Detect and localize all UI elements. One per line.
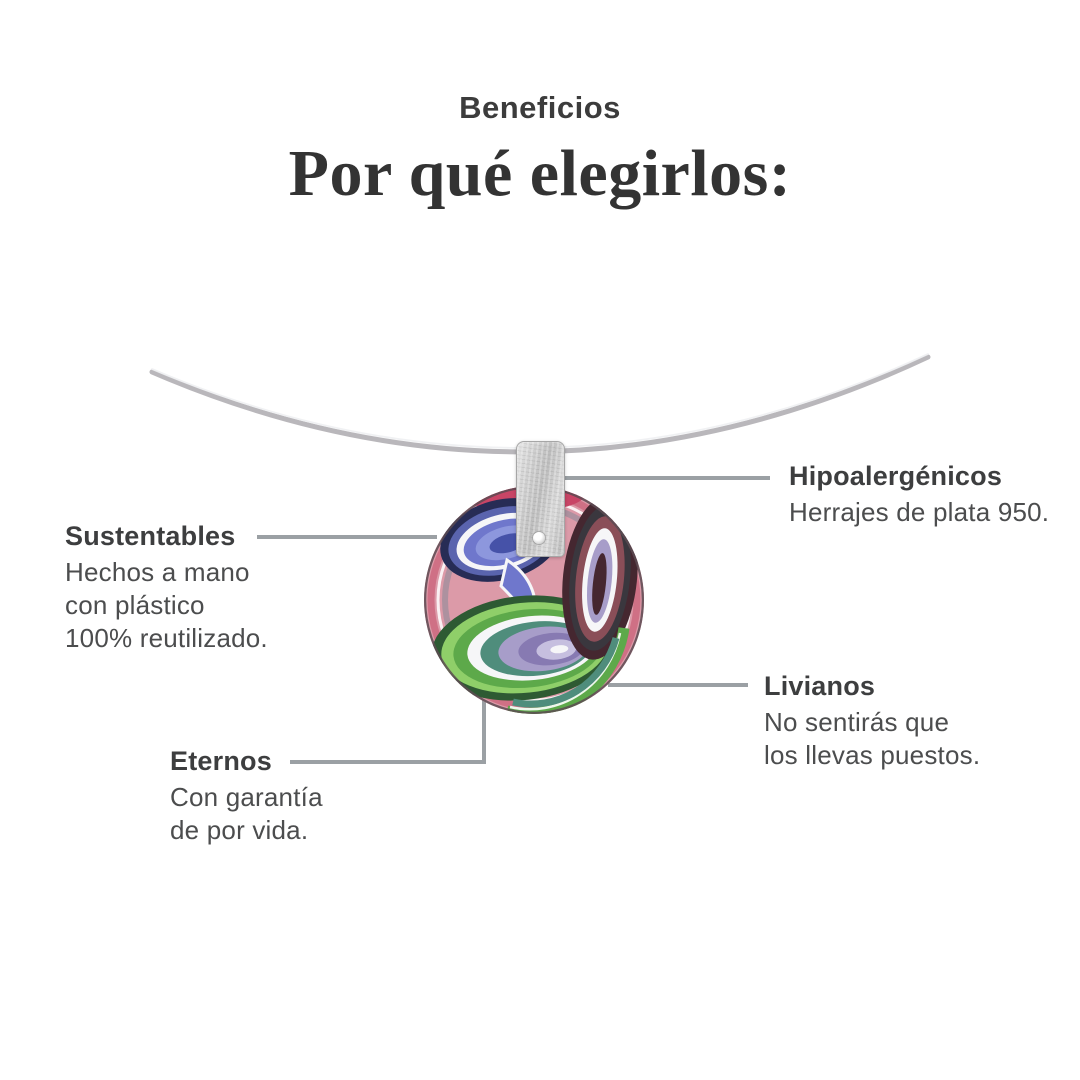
wire-highlight xyxy=(151,353,929,449)
connector-line-sustentables xyxy=(257,535,437,539)
pendant-maroon-swirl xyxy=(562,496,638,660)
callout-heading: Sustentables xyxy=(65,521,236,551)
callout-heading: Hipoalergénicos xyxy=(789,461,1003,491)
connector-line-hipoalergenicos xyxy=(558,476,770,480)
wire-stroke xyxy=(149,354,931,455)
bail-clasp xyxy=(516,441,565,557)
callout-body: Hechos a mano con plástico 100% reutiliz… xyxy=(65,557,268,653)
connector-line-livianos xyxy=(608,683,748,687)
callout-heading: Livianos xyxy=(764,671,876,701)
benefit-callout-sustentables: Sustentables Hechos a mano con plástico … xyxy=(65,520,268,655)
callout-body: Con garantía de por vida. xyxy=(170,782,323,845)
benefit-callout-eternos: Eternos Con garantía de por vida. xyxy=(170,745,323,847)
callout-heading: Eternos xyxy=(170,746,272,776)
rivet xyxy=(533,532,545,544)
benefit-callout-hipoalergenicos: Hipoalergénicos Herrajes de plata 950. xyxy=(789,460,1049,529)
eyebrow-label: Beneficios xyxy=(459,90,621,125)
callout-body: No sentirás que los llevas puestos. xyxy=(764,707,981,770)
pendant-green-swirl xyxy=(431,595,615,701)
callout-body: Herrajes de plata 950. xyxy=(789,497,1050,527)
page-title: Por qué elegirlos: xyxy=(288,137,792,210)
benefit-callout-livianos: Livianos No sentirás que los llevas pues… xyxy=(764,670,980,772)
connector-line-eternos-vertical xyxy=(482,695,486,764)
connector-line-eternos-horizontal xyxy=(290,760,486,764)
